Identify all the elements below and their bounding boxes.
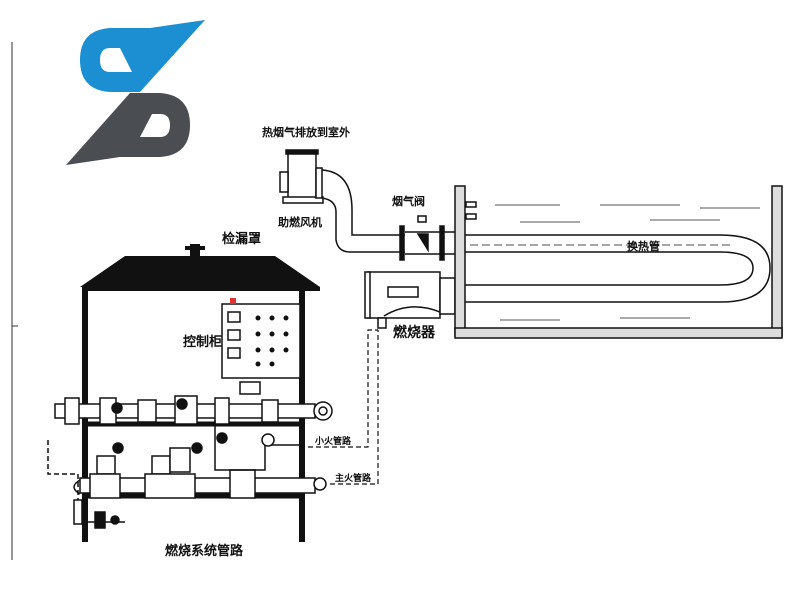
label-heat-exchange-tube: 换热管 xyxy=(627,239,660,253)
drain-line xyxy=(47,440,125,529)
leak-hood xyxy=(80,244,320,287)
combustion-fan xyxy=(279,149,324,204)
lower-gas-pipe xyxy=(73,420,327,499)
label-control-cabinet: 控制柜 xyxy=(183,334,222,350)
label-pilot-line: 小火管路 xyxy=(314,435,352,447)
pilot-and-main-lines xyxy=(300,329,379,485)
upper-gas-pipe xyxy=(54,395,333,425)
control-cabinet xyxy=(221,298,301,395)
burner xyxy=(364,271,456,329)
label-exhaust: 热烟气排放到室外 xyxy=(262,125,350,139)
label-leak-hood: 检漏罩 xyxy=(222,231,261,247)
heat-exchange-tube xyxy=(465,234,771,303)
label-main-line: 主火管路 xyxy=(335,472,372,484)
air-duct xyxy=(321,169,455,261)
label-burner: 燃烧器 xyxy=(393,324,436,341)
water-tank xyxy=(454,185,783,339)
company-logo xyxy=(66,20,205,165)
label-flue-valve: 烟气阀 xyxy=(392,194,425,208)
label-fan: 助燃风机 xyxy=(278,215,322,229)
label-combustion-piping: 燃烧系统管路 xyxy=(165,543,244,559)
